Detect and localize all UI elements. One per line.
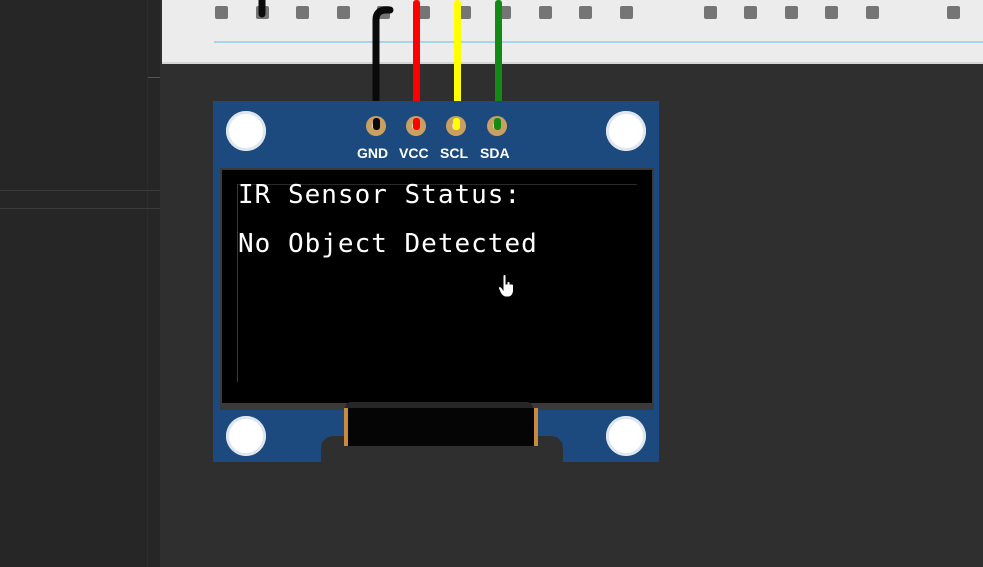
pin-label-scl: SCL (440, 145, 468, 161)
breadboard-hole[interactable] (539, 6, 552, 19)
screen-edge (237, 184, 238, 382)
mounting-hole (606, 111, 646, 151)
breadboard-hole[interactable] (947, 6, 960, 19)
breadboard-hole[interactable] (579, 6, 592, 19)
breadboard-hole[interactable] (744, 6, 757, 19)
screen-line-title: IR Sensor Status: (238, 180, 522, 210)
pin-label-sda: SDA (480, 145, 510, 161)
breadboard-hole[interactable] (825, 6, 838, 19)
panel-separator (0, 190, 160, 191)
pin-label-gnd: GND (357, 145, 389, 161)
breadboard-hole[interactable] (296, 6, 309, 19)
breadboard-hole[interactable] (337, 6, 350, 19)
breadboard-hole[interactable] (704, 6, 717, 19)
wire-end-scl (453, 118, 460, 130)
mounting-hole (606, 416, 646, 456)
breadboard-hole[interactable] (458, 6, 471, 19)
wire-end-gnd (373, 118, 380, 130)
breadboard[interactable] (162, 0, 983, 64)
mounting-hole (226, 416, 266, 456)
pin-label-vcc: VCC (399, 145, 429, 161)
breadboard-hole[interactable] (785, 6, 798, 19)
screen-line-status: No Object Detected (238, 229, 538, 259)
mounting-hole (226, 111, 266, 151)
breadboard-power-rail (214, 41, 983, 43)
panel-separator (0, 208, 160, 209)
wire-end-vcc (413, 118, 420, 130)
panel-separator (148, 77, 160, 78)
wire-scl[interactable] (454, 0, 461, 126)
oled-screen: IR Sensor Status: No Object Detected (222, 170, 652, 403)
breadboard-hole[interactable] (866, 6, 879, 19)
wire-sda[interactable] (495, 0, 502, 126)
ribbon-cable (344, 408, 538, 446)
left-side-panel (0, 0, 160, 567)
breadboard-hole[interactable] (417, 6, 430, 19)
screen-edge (237, 184, 637, 185)
panel-divider[interactable] (147, 0, 148, 567)
breadboard-hole[interactable] (215, 6, 228, 19)
hand-pointer-icon (497, 274, 514, 298)
wire-vcc[interactable] (413, 0, 420, 126)
breadboard-hole[interactable] (620, 6, 633, 19)
wire-end-sda (494, 118, 501, 130)
wire-gnd[interactable] (250, 0, 400, 130)
